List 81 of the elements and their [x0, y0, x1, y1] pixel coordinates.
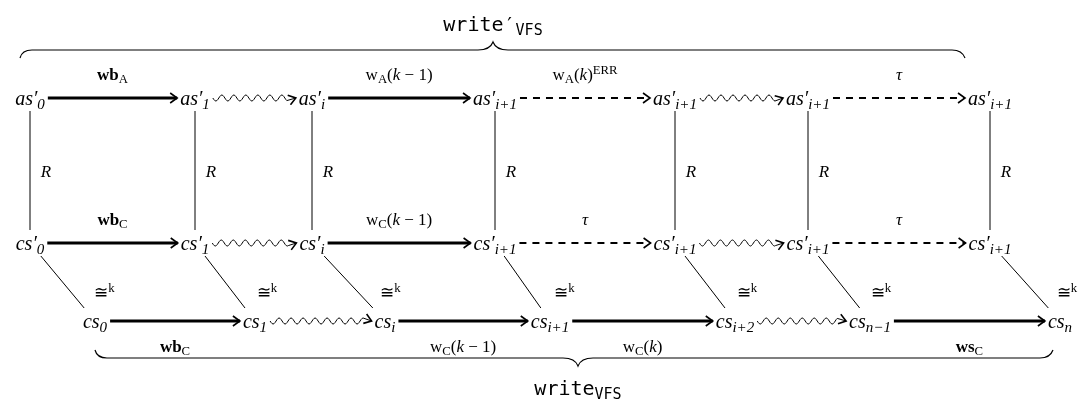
- math-term: cs′$_{1}$: [180, 233, 210, 253]
- arrow: [572, 315, 714, 327]
- line: [494, 110, 496, 231]
- math-term: cs$_{i+1}$: [530, 311, 570, 331]
- line: [817, 255, 861, 309]
- arrow: [893, 315, 1046, 327]
- edge-label: R: [322, 162, 334, 179]
- arrow: [398, 315, 529, 327]
- edge-label: w$_{A}$(k − 1): [365, 65, 433, 83]
- edge-label: wb$_{C}$: [97, 210, 128, 228]
- arrow: [327, 237, 472, 249]
- edge-label: τ: [895, 65, 903, 83]
- line: [29, 110, 31, 231]
- edge-label: ≅$^{k}$: [1056, 283, 1078, 301]
- math-term: cs$_{n}$: [1047, 311, 1073, 331]
- math-term: cs′$_{i}$: [299, 233, 325, 253]
- arrow: [328, 92, 471, 104]
- edge-label: ws$_{C}$: [955, 337, 984, 355]
- line: [684, 255, 726, 309]
- math-term: as′$_{i+1}$: [653, 88, 697, 108]
- math-term: cs$_{0}$: [82, 311, 108, 331]
- math-term: cs$_{i}$: [374, 311, 396, 331]
- line: [1001, 255, 1049, 309]
- math-term: cs$_{i+2}$: [715, 311, 755, 331]
- line: [807, 110, 809, 231]
- edge-label: wb$_{C}$: [159, 337, 191, 355]
- edge-label: τ: [581, 210, 589, 228]
- wavy-arrow: [212, 94, 297, 106]
- edge-label: R: [40, 162, 52, 179]
- line: [503, 255, 542, 309]
- edge-label: w$_{C}$(k): [622, 337, 663, 355]
- edge-label: R: [818, 162, 830, 179]
- brace-label: write′$_{VFS}$: [443, 14, 543, 34]
- edge-label: ≅$^{k}$: [380, 283, 401, 301]
- line: [40, 255, 85, 309]
- edge-label: R: [685, 162, 697, 179]
- edge-label: ≅$^{k}$: [870, 283, 892, 301]
- edge-label: ≅$^{k}$: [256, 283, 278, 301]
- math-term: as′$_{i+1}$: [786, 88, 830, 108]
- arrow: [47, 237, 179, 249]
- math-term: cs′$_{i+1}$: [473, 233, 517, 253]
- arrow: [833, 92, 966, 104]
- line: [674, 110, 676, 231]
- arrow: [47, 92, 178, 104]
- math-term: cs′$_{0}$: [15, 233, 45, 253]
- wavy-arrow: [269, 313, 373, 325]
- brace-label: write$_{VFS}$: [534, 378, 622, 398]
- math-term: cs$_{1}$: [242, 311, 268, 331]
- edge-label: w$_{C}$(k − 1): [365, 210, 433, 228]
- math-term: cs′$_{i+1}$: [653, 233, 697, 253]
- edge-label: wb$_{A}$: [97, 65, 128, 83]
- line: [323, 255, 374, 309]
- math-term: as′$_{0}$: [15, 88, 45, 108]
- line: [204, 255, 246, 309]
- edge-label: R: [505, 162, 517, 179]
- line: [989, 110, 991, 231]
- math-term: as′$_{1}$: [180, 88, 210, 108]
- math-term: as′$_{i+1}$: [968, 88, 1012, 108]
- edge-label: R: [205, 162, 217, 179]
- line: [194, 110, 196, 231]
- edge-label: τ: [895, 210, 903, 228]
- arrow: [832, 237, 967, 249]
- edge-label: ≅$^{k}$: [736, 283, 758, 301]
- math-term: as′$_{i+1}$: [473, 88, 517, 108]
- wavy-arrow: [699, 94, 784, 106]
- edge-label: ≅$^{k}$: [554, 283, 575, 301]
- math-term: cs$_{n−1}$: [849, 311, 891, 331]
- arrow: [110, 315, 241, 327]
- line: [311, 110, 313, 231]
- wavy-arrow: [211, 239, 298, 251]
- edge-label: R: [1000, 162, 1012, 179]
- arrow: [519, 237, 652, 249]
- edge-label: w$_{A}$(k)$^{ERR}$: [552, 65, 618, 83]
- edge-label: ≅$^{k}$: [94, 283, 115, 301]
- wavy-arrow: [756, 313, 847, 325]
- edge-label: w$_{C}$(k − 1): [429, 337, 497, 355]
- arrow: [520, 92, 651, 104]
- math-term: cs′$_{i+1}$: [786, 233, 830, 253]
- math-term: cs′$_{i+1}$: [968, 233, 1012, 253]
- wavy-arrow: [698, 239, 785, 251]
- math-term: as′$_{i}$: [298, 88, 326, 108]
